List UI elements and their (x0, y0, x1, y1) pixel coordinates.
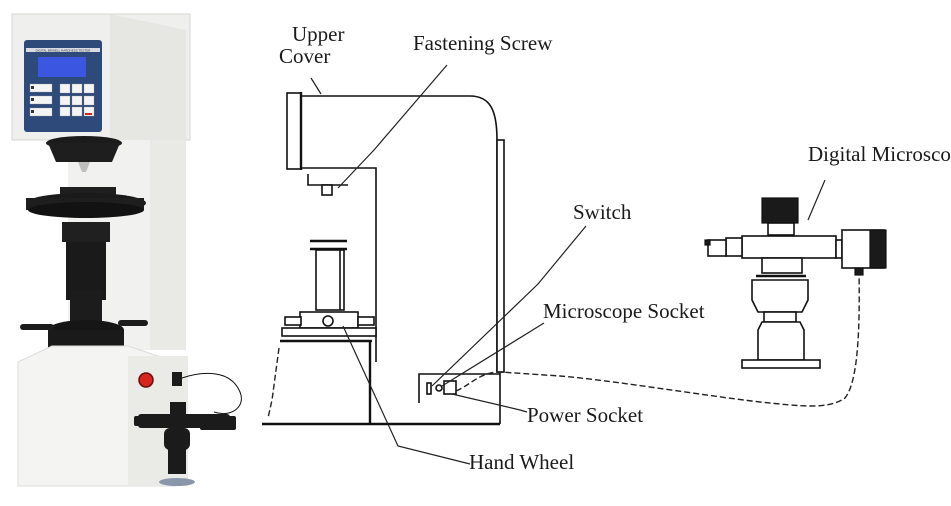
leader-switch (431, 225, 587, 387)
indenter-shape (307, 174, 348, 186)
leader-upper-cover (310, 77, 322, 95)
leader-fastening-screw (337, 64, 448, 189)
panel-caption: DIGITAL BRINELL HARDNESS TESTER (36, 49, 92, 53)
leader-microscope-socket (441, 322, 545, 387)
label-digital-microscope: Digital Microsco (808, 142, 951, 166)
label-upper-cover-line1: Upper (292, 22, 344, 46)
label-switch: Switch (573, 200, 632, 224)
label-fastening-screw: Fastening Screw (413, 31, 553, 55)
label-microscope-socket: Microscope Socket (543, 299, 705, 323)
socket-panel (418, 373, 500, 403)
hand-wheel-shape (299, 311, 359, 329)
label-power-socket: Power Socket (527, 403, 643, 427)
lcd-screen (38, 57, 86, 77)
microscope-socket-shape (435, 384, 443, 392)
leader-power-socket (451, 393, 528, 413)
upper-cover-shape (286, 92, 302, 170)
label-upper-cover-line2: Cover (279, 44, 330, 68)
emergency-stop-button (138, 372, 154, 388)
digital-microscope-shape (704, 197, 887, 369)
microscope-photo (134, 402, 236, 486)
label-hand-wheel: Hand Wheel (469, 450, 574, 474)
keypad (29, 83, 95, 117)
switch-shape (426, 382, 432, 395)
leader-hand-wheel (342, 325, 471, 465)
hardness-tester-photo: DIGITAL BRINELL HARDNESS TESTER (0, 0, 262, 506)
power-socket-shape (443, 380, 457, 395)
leader-digital-microscope (807, 179, 826, 221)
